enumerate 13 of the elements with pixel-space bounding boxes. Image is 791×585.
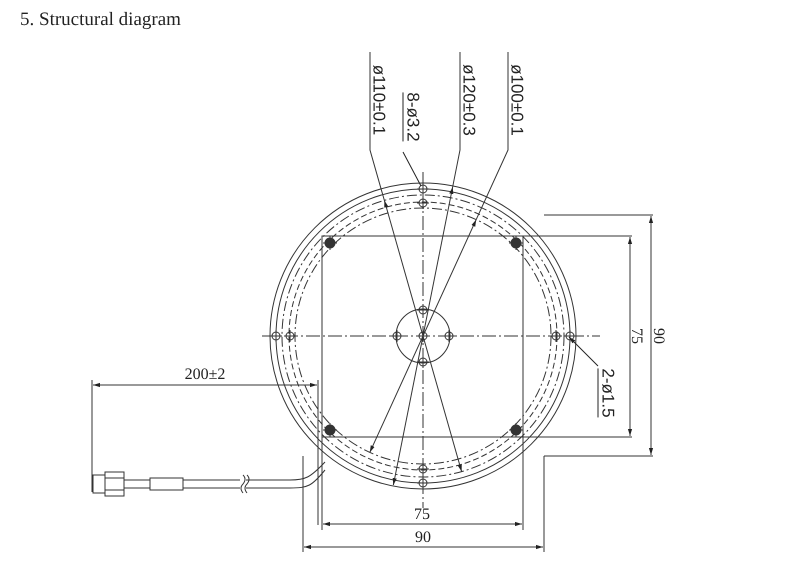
dimension-text: 75 [628, 328, 644, 344]
dimension-text: 90 [650, 328, 666, 344]
dimension-text: ø120±0.3 [460, 64, 478, 136]
leader-line [402, 152, 422, 186]
title: 5. Structural diagram [20, 10, 181, 29]
dimension-text: 200±2 [184, 367, 226, 383]
callout-text: 8-ø3.2 [402, 92, 422, 142]
dimension-text: 90 [415, 530, 431, 546]
callout-text: 2-ø1.5 [598, 368, 616, 418]
dimension-text: ø110±0.1 [370, 64, 388, 136]
dimension-text: 75 [414, 507, 430, 523]
dimension-text: ø100±0.1 [508, 64, 526, 136]
leader-line [568, 336, 598, 366]
